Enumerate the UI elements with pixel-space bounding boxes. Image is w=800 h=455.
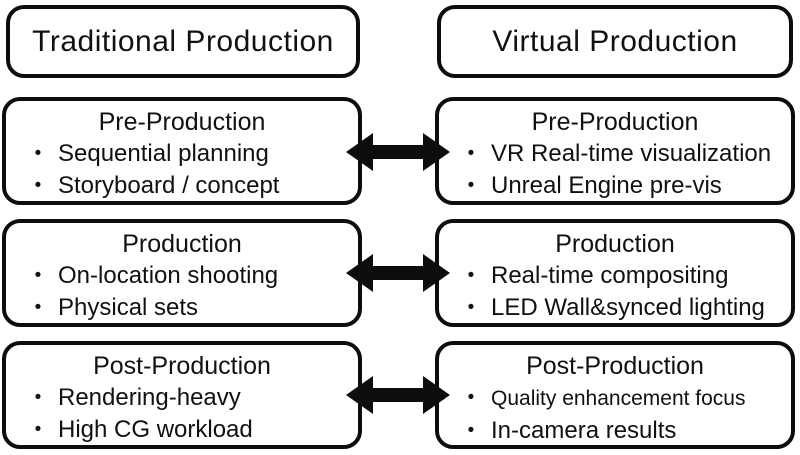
- bullet-icon: •: [34, 265, 42, 286]
- bullet-text: On-location shooting: [58, 262, 279, 289]
- bullet-text: Rendering-heavy: [58, 384, 241, 411]
- traditional-production-box: Production • On-location shooting • Phys…: [2, 219, 362, 327]
- stage-title: Production: [122, 230, 242, 258]
- bullet-item: • Rendering-heavy: [6, 382, 358, 414]
- bullet-item: • LED Wall&synced lighting: [439, 292, 791, 324]
- bullet-text: In-camera results: [491, 417, 677, 444]
- bullet-icon: •: [34, 143, 42, 164]
- bullet-icon: •: [467, 420, 475, 441]
- bullet-text: LED Wall&synced lighting: [491, 294, 765, 321]
- bullet-icon: •: [467, 175, 475, 196]
- bullet-icon: •: [467, 265, 475, 286]
- bullet-text: Storyboard / concept: [58, 172, 280, 199]
- bullet-item: • In-camera results: [439, 415, 791, 447]
- bullet-icon: •: [34, 175, 42, 196]
- bullet-item: • Unreal Engine pre-vis: [439, 170, 791, 202]
- bullet-icon: •: [467, 143, 475, 164]
- traditional-production-title: Traditional Production: [32, 24, 334, 58]
- virtual-pre-production-box: Pre-Production • VR Real-time visualizat…: [435, 97, 795, 205]
- stage-title: Production: [555, 230, 675, 258]
- virtual-production-header-box: Virtual Production: [437, 5, 793, 78]
- stage-title: Pre-Production: [98, 108, 266, 136]
- bullet-icon: •: [467, 297, 475, 318]
- virtual-production-title: Virtual Production: [492, 24, 738, 58]
- bullet-text: Sequential planning: [58, 140, 269, 167]
- bullet-item: • Real-time compositing: [439, 260, 791, 292]
- bullet-text: VR Real-time visualization: [491, 140, 772, 167]
- pre-production-bidirectional-arrow-icon: [346, 133, 450, 171]
- bullet-item: • Storyboard / concept: [6, 170, 358, 202]
- stage-title: Post-Production: [93, 352, 271, 380]
- bullet-item: • Quality enhancement focus: [439, 382, 791, 415]
- bullet-text: Unreal Engine pre-vis: [491, 172, 722, 199]
- bullet-item: • Physical sets: [6, 292, 358, 324]
- bullet-icon: •: [34, 419, 42, 440]
- stage-title: Pre-Production: [531, 108, 699, 136]
- bullet-item: • VR Real-time visualization: [439, 138, 791, 170]
- bullet-item: • Sequential planning: [6, 138, 358, 170]
- bullet-icon: •: [467, 387, 475, 408]
- traditional-post-production-box: Post-Production • Rendering-heavy • High…: [2, 341, 362, 449]
- bullet-text: Real-time compositing: [491, 262, 729, 289]
- bullet-text: Quality enhancement focus: [491, 387, 746, 410]
- stage-title: Post-Production: [526, 352, 704, 380]
- traditional-production-header-box: Traditional Production: [6, 5, 360, 78]
- bullet-icon: •: [34, 297, 42, 318]
- bullet-item: • On-location shooting: [6, 260, 358, 292]
- bullet-text: Physical sets: [58, 294, 199, 321]
- production-bidirectional-arrow-icon: [346, 254, 450, 292]
- bullet-icon: •: [34, 387, 42, 408]
- bullet-item: • High CG workload: [6, 414, 358, 446]
- post-production-bidirectional-arrow-icon: [346, 376, 450, 414]
- virtual-production-box: Production • Real-time compositing • LED…: [435, 219, 795, 327]
- traditional-pre-production-box: Pre-Production • Sequential planning • S…: [2, 97, 362, 205]
- virtual-post-production-box: Post-Production • Quality enhancement fo…: [435, 341, 795, 449]
- bullet-text: High CG workload: [58, 416, 253, 443]
